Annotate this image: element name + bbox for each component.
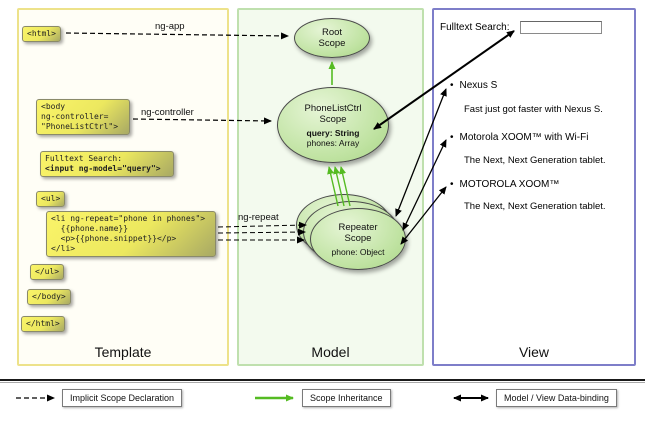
view-item-2-title-text: Motorola XOOM™ with Wi-Fi: [459, 132, 589, 143]
bullet-icon: •: [450, 80, 454, 91]
code-ul-open: <ul>: [36, 191, 66, 207]
root-scope-title-line1: Root: [321, 27, 343, 38]
repeater-scope-ellipse: Repeater Scope phone: Object: [310, 208, 406, 270]
model-column-label: Model: [311, 344, 350, 360]
code-body-line2: ng-controller=: [41, 112, 109, 121]
view-item-desc-1: Fast just got faster with Nexus S.: [464, 104, 603, 115]
code-body-open: <body ng-controller= "PhoneListCtrl">: [36, 99, 130, 135]
view-item-title-2: • Motorola XOOM™ with Wi-Fi: [450, 132, 588, 143]
code-li-line2: {{phone.name}}: [51, 224, 129, 233]
code-body-line3: "PhoneListCtrl">: [41, 122, 119, 131]
code-html-close-text: </html>: [26, 319, 60, 328]
phonelistctrl-title-line2: Scope: [319, 113, 347, 125]
code-li-line1: <li ng-repeat="phone in phones">: [51, 214, 206, 223]
legend-binding-label: Model / View Data-binding: [496, 389, 617, 407]
code-html-open: <html>: [22, 26, 61, 42]
code-search-input: Fulltext Search: <input ng-model="query"…: [40, 151, 174, 177]
code-search-line2: <input ng-model="query">: [45, 164, 161, 173]
ng-repeat-label: ng-repeat: [238, 212, 279, 223]
code-body-line1: <body: [41, 102, 66, 111]
ng-app-label: ng-app: [155, 21, 185, 32]
code-body-close: </body>: [27, 289, 71, 305]
legend-separator: [0, 379, 645, 381]
root-scope-title-line2: Scope: [318, 38, 346, 49]
legend-green-arrow-icon: [255, 394, 294, 402]
code-html-open-text: <html>: [27, 29, 56, 38]
template-column-label: Template: [94, 344, 152, 360]
legend-double-arrow-icon: [453, 394, 489, 402]
code-ul-open-text: <ul>: [41, 194, 61, 203]
view-item-3-title-text: MOTOROLA XOOM™: [459, 179, 560, 190]
legend-inheritance-label: Scope Inheritance: [302, 389, 391, 407]
legend-dashed-arrow-icon: [16, 394, 55, 402]
view-search-label: Fulltext Search:: [440, 22, 510, 33]
code-li-repeat: <li ng-repeat="phone in phones"> {{phone…: [46, 211, 216, 257]
root-scope-ellipse: Root Scope: [294, 18, 370, 58]
phonelistctrl-query-property: query: String: [306, 127, 360, 138]
code-html-close: </html>: [21, 316, 65, 332]
view-column-label: View: [518, 344, 550, 360]
model-panel: Model: [237, 8, 424, 366]
code-ul-close-text: </ul>: [35, 267, 60, 276]
phonelistctrl-scope-ellipse: PhoneListCtrl Scope query: String phones…: [277, 87, 389, 163]
view-item-title-3: • MOTOROLA XOOM™: [450, 179, 559, 190]
ng-controller-label: ng-controller: [141, 107, 194, 118]
bullet-icon: •: [450, 132, 454, 143]
code-search-line1: Fulltext Search:: [45, 154, 123, 163]
view-item-title-1: • Nexus S: [450, 80, 497, 91]
view-item-desc-3: The Next, Next Generation tablet.: [464, 201, 606, 212]
repeater-title-line1: Repeater: [338, 221, 378, 233]
code-li-line4: </li>: [51, 244, 76, 253]
view-item-1-title-text: Nexus S: [459, 80, 498, 91]
view-search-input[interactable]: [520, 21, 602, 34]
template-panel: Template: [17, 8, 229, 366]
repeater-title-line2: Scope: [344, 232, 372, 244]
bullet-icon: •: [450, 179, 454, 190]
code-ul-close: </ul>: [30, 264, 65, 280]
code-li-line3: <p>{{phone.snippet}}</p>: [51, 234, 177, 243]
phonelistctrl-phones-property: phones: Array: [306, 137, 360, 148]
legend-implicit-label: Implicit Scope Declaration: [62, 389, 183, 407]
repeater-phone-property: phone: Object: [331, 246, 385, 257]
view-item-desc-2: The Next, Next Generation tablet.: [464, 155, 606, 166]
phonelistctrl-title-line1: PhoneListCtrl: [304, 102, 362, 114]
legend-separator-shadow: [0, 382, 645, 383]
code-body-close-text: </body>: [32, 292, 66, 301]
